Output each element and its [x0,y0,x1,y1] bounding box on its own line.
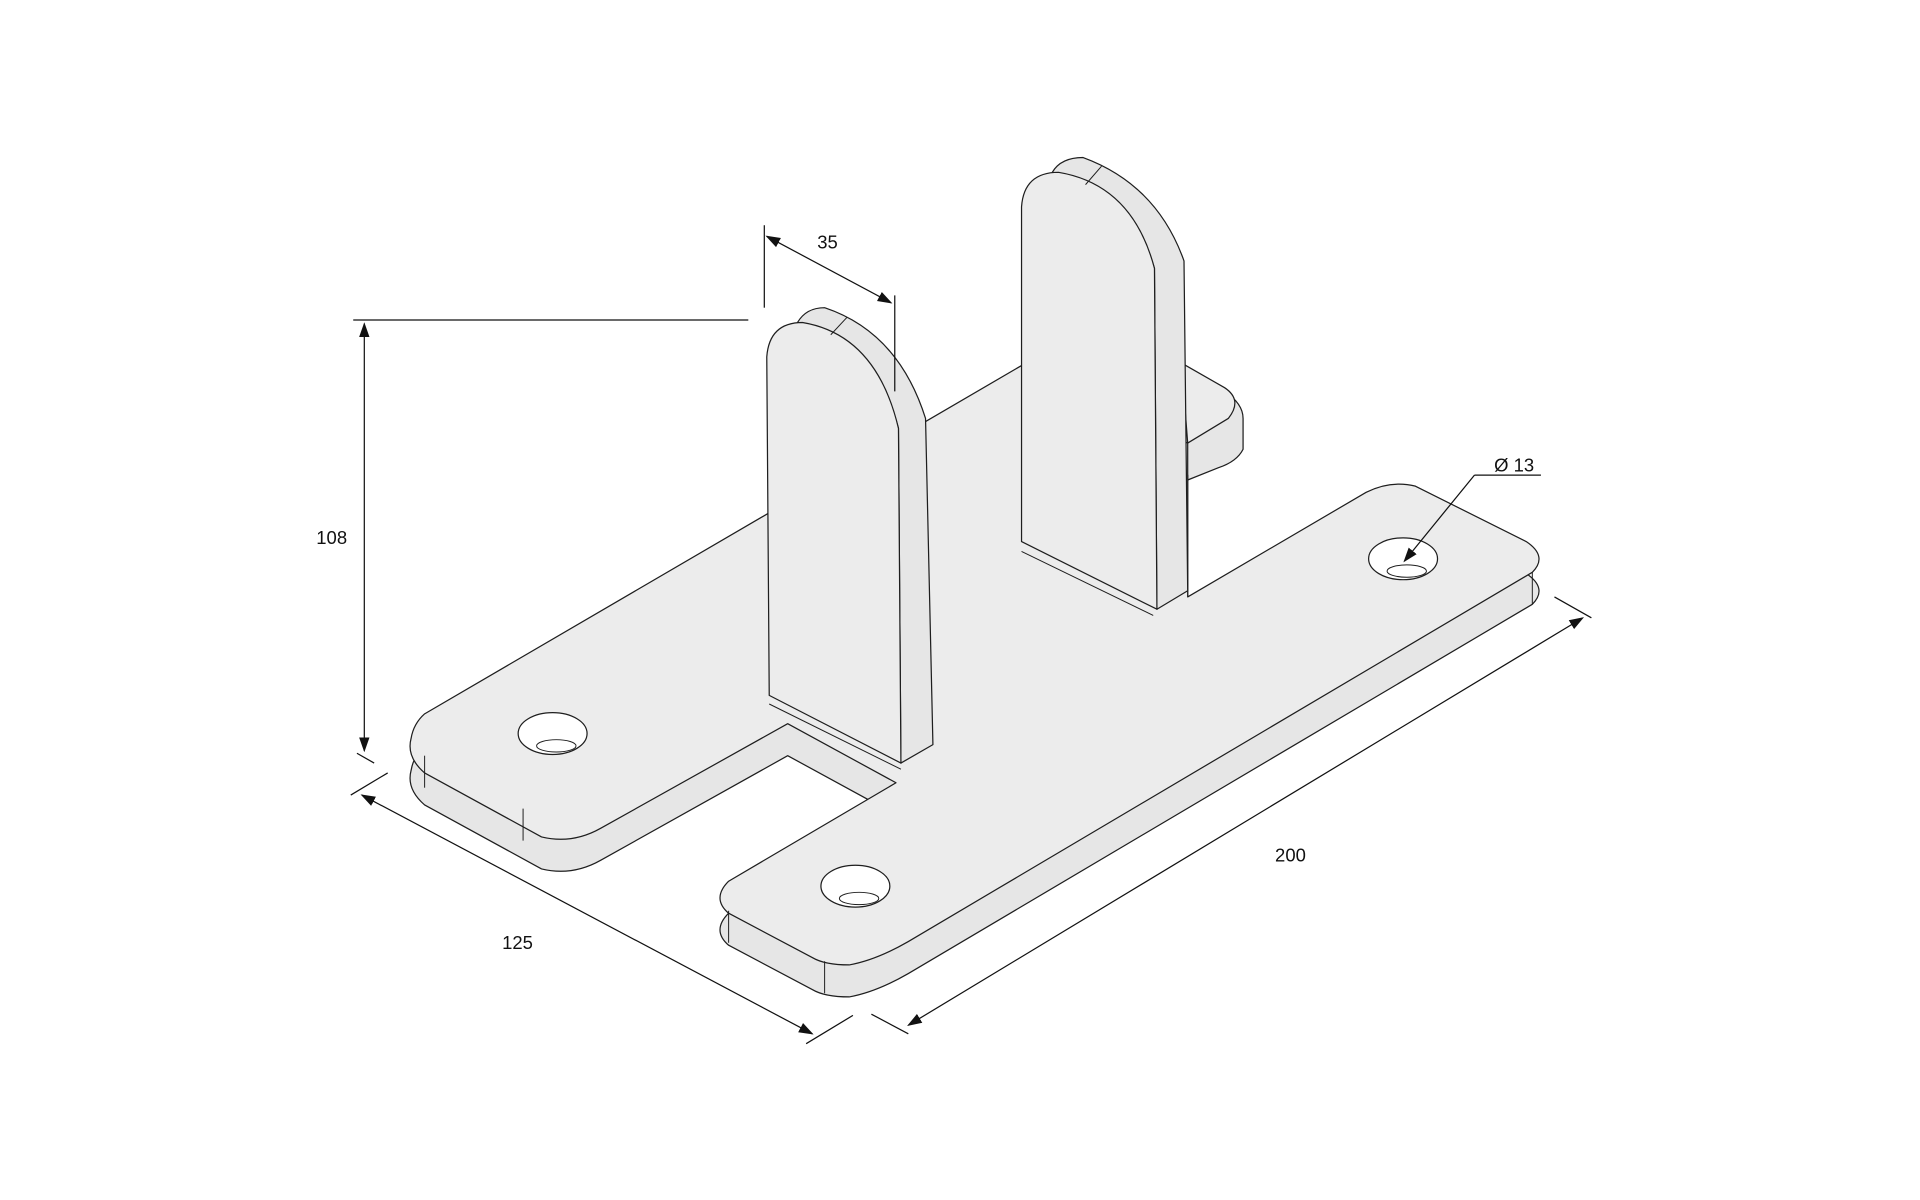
dimension-height: 108 [316,319,749,764]
mounting-hole-front [820,864,891,908]
dimension-depth: 125 [350,772,854,1045]
dimension-fin-width: 35 [763,225,896,392]
hole-inner-edge [838,891,880,906]
rear-fin [1020,156,1189,616]
mounting-hole-right [1368,537,1439,581]
hole-inner-edge [1386,564,1427,578]
back-tab [1180,362,1244,481]
hole-inner-edge [536,739,577,753]
dimension-hole-diameter: Ø 13 [1403,454,1541,563]
dimension-hole-diameter-label: Ø 13 [1494,454,1534,475]
dimension-depth-label: 125 [502,932,533,953]
mounting-hole-left [517,712,588,756]
front-fin [766,307,934,770]
base-plate [409,364,1540,998]
dimension-length-label: 200 [1275,845,1306,866]
dimension-height-label: 108 [316,527,347,548]
dimension-length: 200 [871,596,1592,1035]
dimension-fin-width-label: 35 [817,232,838,253]
